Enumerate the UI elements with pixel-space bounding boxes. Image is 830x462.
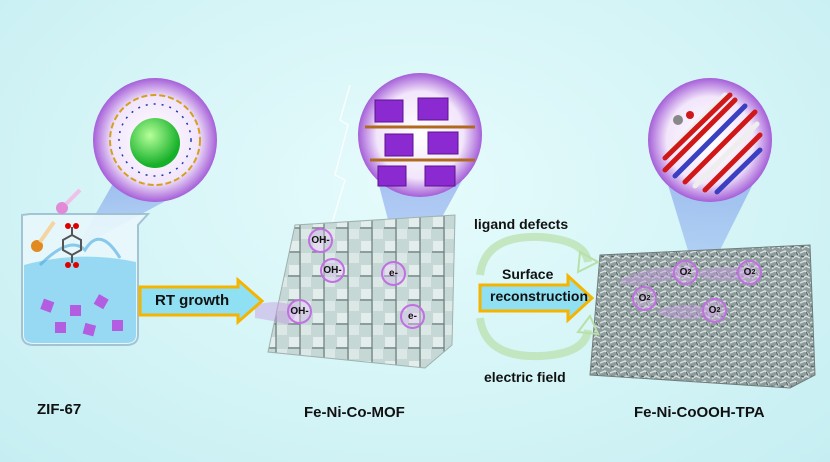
stage-label-cooh-tpa: Fe-Ni-CoOOH-TPA bbox=[634, 404, 765, 421]
oxygen-subscript: 2 bbox=[646, 295, 651, 302]
oxygen-subscript: 2 bbox=[751, 269, 756, 276]
stage-label-mof: Fe-Ni-Co-MOF bbox=[304, 404, 405, 421]
lightning-icon bbox=[329, 84, 351, 231]
reconstruction-label: reconstruction bbox=[490, 288, 589, 304]
oxygen-subscript: 2 bbox=[716, 307, 721, 314]
mof-woven-sheet bbox=[267, 214, 456, 369]
zif67-structure-circle bbox=[93, 78, 217, 202]
hydroxide-bubble: OH- bbox=[308, 228, 333, 253]
electron-bubble: e- bbox=[381, 261, 406, 286]
electric-field-label: electric field bbox=[484, 369, 566, 385]
rt-growth-arrow bbox=[138, 276, 265, 326]
cycle-arrow-bottom bbox=[476, 317, 592, 361]
reconstruction-arrow bbox=[478, 272, 595, 324]
hydroxide-bubble: OH- bbox=[320, 258, 345, 283]
oxygen-subscript: 2 bbox=[687, 269, 692, 276]
oxygen-symbol: O bbox=[638, 293, 647, 304]
ligand-defects-label: ligand defects bbox=[474, 216, 569, 232]
oxygen-symbol: O bbox=[743, 267, 752, 278]
zoom-cone-3 bbox=[665, 175, 755, 290]
mof-structure-circle bbox=[358, 73, 482, 197]
beaker-icon bbox=[21, 188, 151, 346]
electron-bubble: e- bbox=[400, 304, 425, 329]
surface-label: Surface bbox=[502, 266, 554, 282]
oxygen-symbol: O bbox=[679, 267, 688, 278]
rt-growth-label: RT growth bbox=[155, 292, 230, 309]
cooh-tpa-structure-circle bbox=[648, 78, 772, 202]
cycle-arrow-top bbox=[476, 232, 592, 276]
hydroxide-bubble: OH- bbox=[287, 299, 312, 324]
stage-label-zif67: ZIF-67 bbox=[37, 401, 82, 418]
oxygen-symbol: O bbox=[708, 305, 717, 316]
